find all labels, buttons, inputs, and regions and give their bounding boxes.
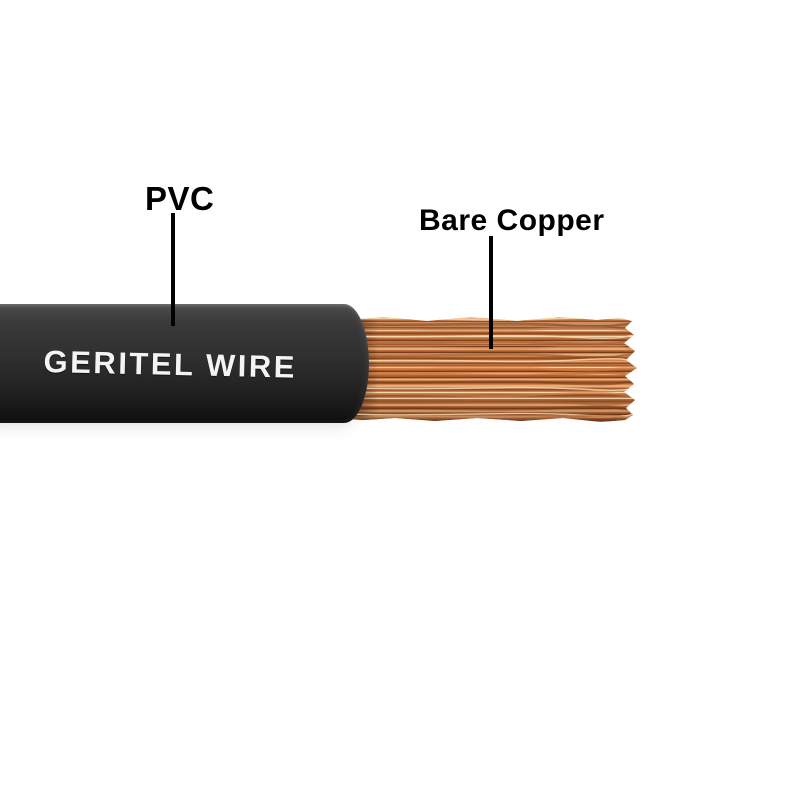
pvc-pointer-line (171, 213, 175, 326)
pvc-jacket: GERITEL WIRE (0, 304, 369, 423)
copper-strands-svg (349, 317, 637, 421)
bare-copper-strands (349, 317, 637, 422)
brand-text: GERITEL WIRE (43, 344, 298, 385)
bare-copper-pointer-line (489, 236, 493, 349)
bare-copper-label: Bare Copper (419, 204, 605, 237)
pvc-label: PVC (145, 180, 215, 217)
